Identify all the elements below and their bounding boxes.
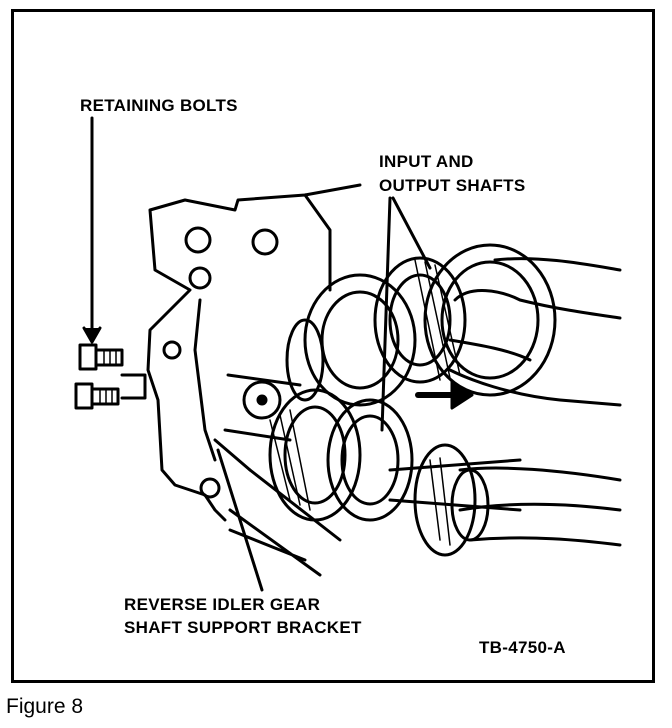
label-retaining-bolts: RETAINING BOLTS bbox=[80, 96, 238, 115]
leader-reverse-idler bbox=[216, 448, 264, 592]
gear-cluster-lower bbox=[268, 388, 477, 557]
idler-hub bbox=[242, 380, 282, 420]
label-reverse-idler-line1: REVERSE IDLER GEAR bbox=[124, 595, 321, 614]
bolt-hole bbox=[162, 340, 182, 360]
label-input-output-line1: INPUT AND bbox=[379, 152, 474, 171]
leader-input-output-a bbox=[380, 196, 392, 432]
leader-input-output-b bbox=[391, 196, 432, 270]
large-gear bbox=[423, 243, 557, 397]
bolt-hole bbox=[251, 228, 279, 256]
hand-upper bbox=[448, 257, 622, 407]
transmission-case bbox=[146, 183, 362, 522]
figure-caption: Figure 8 bbox=[6, 695, 84, 718]
retaining-bolt-lower bbox=[74, 382, 120, 410]
bolt-hole bbox=[188, 266, 212, 290]
retaining-bolt-upper bbox=[78, 343, 124, 371]
figure-code: TB-4750-A bbox=[479, 638, 566, 657]
bolt-hole bbox=[199, 477, 221, 499]
bolt-hole bbox=[184, 226, 212, 254]
label-input-output-line2: OUTPUT SHAFTS bbox=[379, 176, 526, 195]
gear-cluster-upper bbox=[285, 256, 467, 407]
label-reverse-idler-line2: SHAFT SUPPORT BRACKET bbox=[124, 618, 362, 637]
figure-frame bbox=[11, 9, 655, 683]
